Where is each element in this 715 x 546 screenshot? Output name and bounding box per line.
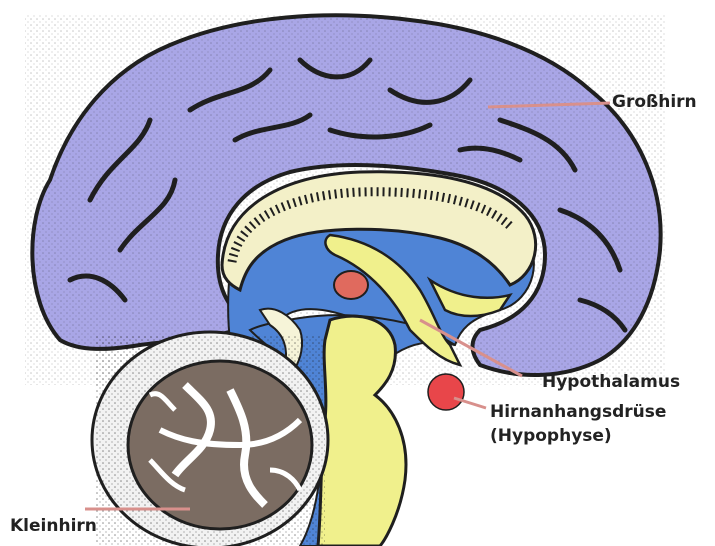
thalamus-blob — [334, 271, 368, 299]
brainstem — [318, 316, 406, 546]
label-hypothalamus: Hypothalamus — [542, 372, 680, 392]
cerebellum — [92, 332, 328, 546]
label-kleinhirn: Kleinhirn — [10, 516, 97, 536]
label-hypophyse: (Hypophyse) — [490, 426, 612, 446]
pituitary-gland — [428, 374, 464, 410]
label-grosshirn: Großhirn — [612, 92, 697, 112]
label-hirnanhangsdruese: Hirnanhangsdrüse — [490, 402, 666, 422]
